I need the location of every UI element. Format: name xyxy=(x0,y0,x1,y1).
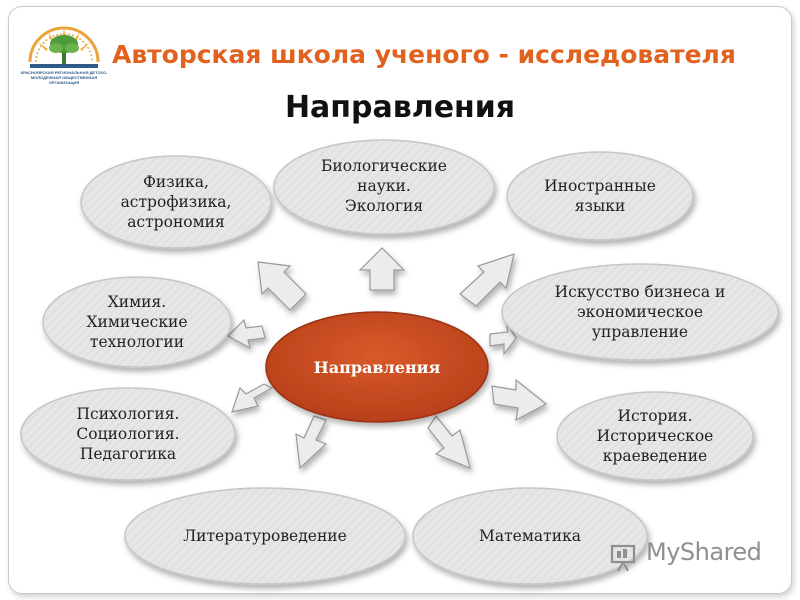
node-history xyxy=(556,391,754,481)
node-label-business: Искусство бизнеса и экономическое управл… xyxy=(554,283,726,341)
node-label-physics: Физика, астрофизика, астрономия xyxy=(120,173,232,231)
watermark-text: MyShared xyxy=(646,538,762,566)
center-node xyxy=(265,311,489,423)
node-business xyxy=(501,263,779,361)
node-math xyxy=(412,487,648,585)
arrow-to-business xyxy=(489,321,517,356)
myshared-logo-icon xyxy=(610,544,636,572)
node-literature xyxy=(124,487,406,585)
arrow-to-languages xyxy=(459,253,515,307)
logo-caption: КРАСНОЯРСКАЯ РЕГИОНАЛЬНАЯ ДЕТСКО-МОЛОДЕЖ… xyxy=(20,70,108,85)
page-title: Авторская школа ученого - исследователя xyxy=(112,40,736,69)
node-label-literature: Литературоведение xyxy=(183,527,347,545)
center-label: Направления xyxy=(313,357,441,377)
node-chemistry xyxy=(42,276,232,368)
arrow-to-history xyxy=(491,378,548,422)
node-physics xyxy=(80,155,272,249)
arrow-to-chemistry xyxy=(227,318,266,350)
node-languages xyxy=(506,151,694,241)
node-psychology xyxy=(20,387,236,481)
node-label-psychology: Психология. Социология. Педагогика xyxy=(76,405,180,463)
node-label-history: История. Историческое краеведение xyxy=(596,407,714,465)
node-label-languages: Иностранные языки xyxy=(544,177,656,215)
school-emblem-icon xyxy=(28,26,100,68)
node-biology xyxy=(273,139,495,235)
arrow-to-physics xyxy=(257,261,307,311)
arrow-to-psychology xyxy=(231,383,274,413)
node-label-chemistry: Химия. Химические технологии xyxy=(86,293,188,351)
arrow-to-biology xyxy=(358,247,406,291)
arrow-to-math xyxy=(427,414,471,470)
page-subtitle: Направления xyxy=(284,90,516,125)
node-label-math: Математика xyxy=(479,527,581,545)
arrow-to-literature xyxy=(295,415,328,470)
node-label-biology: Биологические науки. Экология xyxy=(321,157,447,215)
